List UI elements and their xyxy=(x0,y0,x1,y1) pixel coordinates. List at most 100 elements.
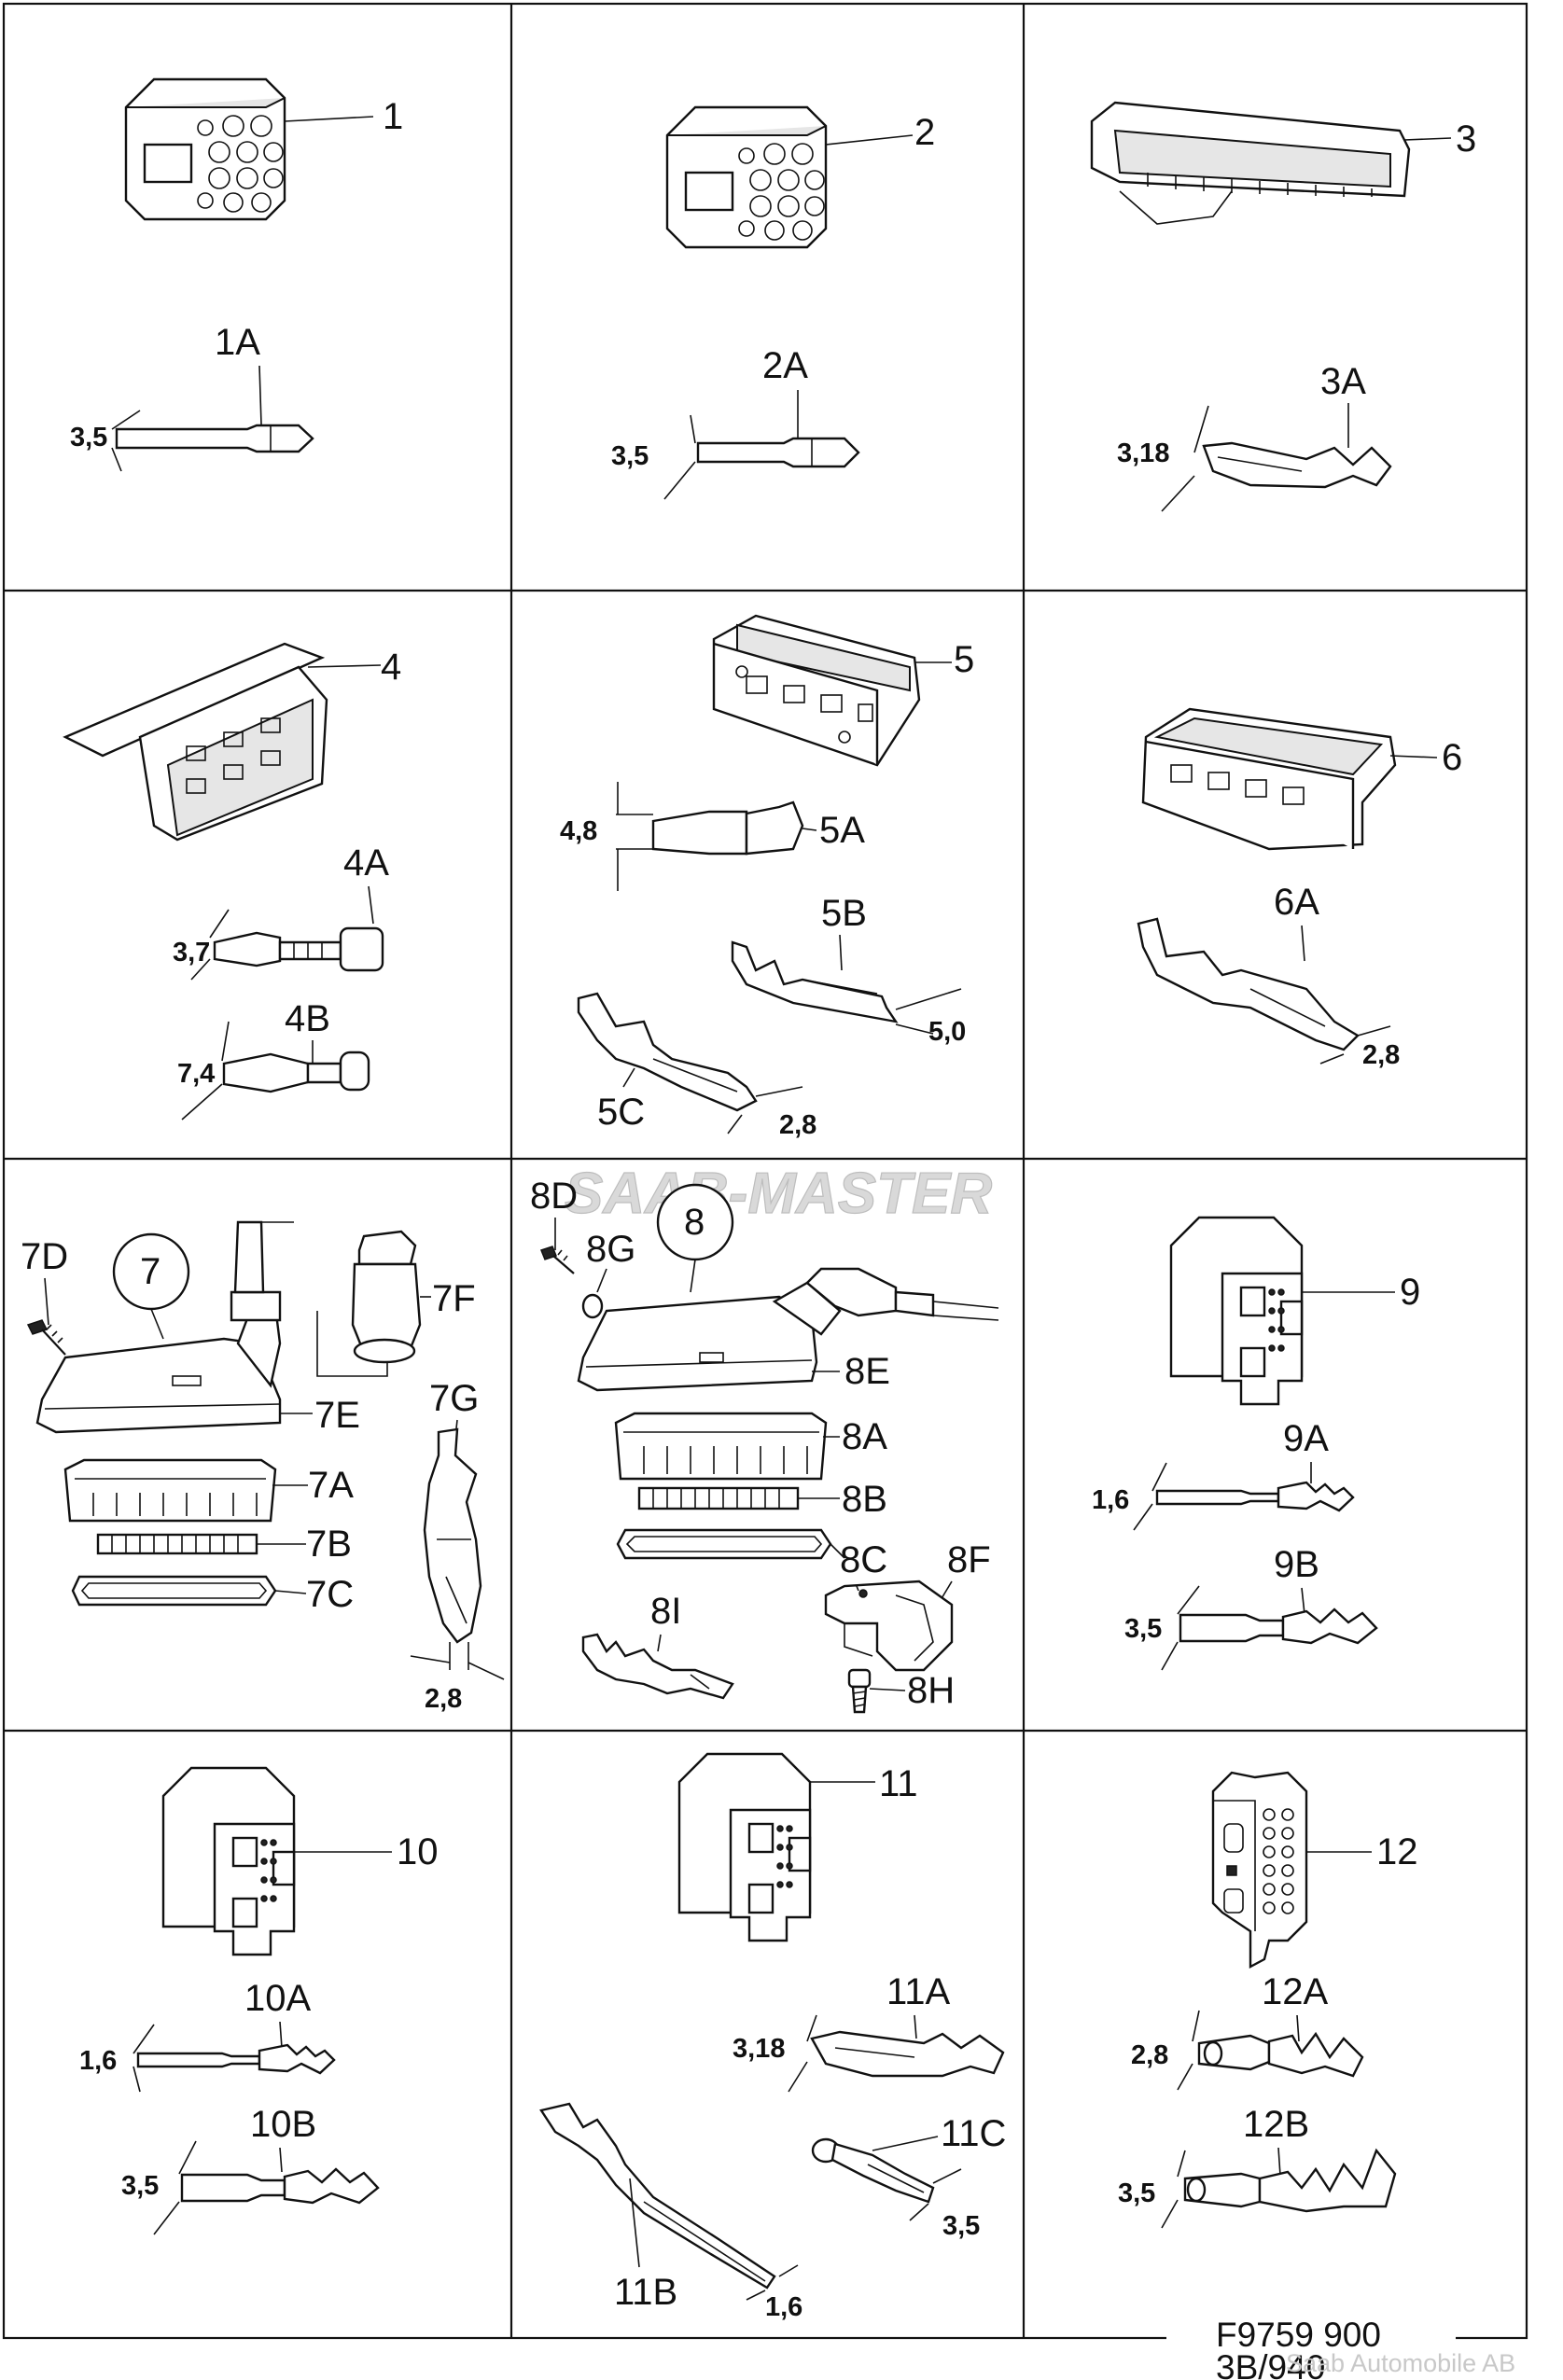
label-4: 4 xyxy=(381,647,401,688)
label-10A: 10A xyxy=(244,1978,311,2019)
cell-4: 4 4A 3,7 4B 7,4 xyxy=(63,642,401,1120)
label-7A: 7A xyxy=(308,1465,354,1506)
dim-7G: 2,8 xyxy=(425,1684,462,1714)
terminal-9A-drawing xyxy=(1155,1481,1355,1512)
figure-number: F9759 900 xyxy=(1216,2316,1381,2354)
terminal-8I-drawing xyxy=(581,1633,734,1700)
terminal-11C-drawing xyxy=(811,2137,935,2204)
cell-6: 6 6A 2,8 xyxy=(1137,707,1462,1070)
terminal-11A-drawing xyxy=(810,2030,1005,2078)
label-1A: 1A xyxy=(215,322,260,363)
dim-11A: 3,18 xyxy=(733,2034,785,2064)
footer-gap xyxy=(1166,2323,1456,2351)
terminal-1A-drawing xyxy=(115,424,314,453)
label-8E: 8E xyxy=(844,1351,890,1392)
cover-7E-drawing xyxy=(35,1220,294,1434)
copyright-text: Saab Automobile AB xyxy=(1286,2349,1515,2377)
terminal-7G-drawing xyxy=(423,1427,482,1644)
terminal-4A-drawing xyxy=(213,926,384,972)
cell-8: SAAB-MASTER 8D 8G 8 8E xyxy=(530,1161,999,1714)
connector-6-drawing xyxy=(1141,707,1397,851)
label-11: 11 xyxy=(879,1763,918,1804)
terminal-6A-drawing xyxy=(1137,917,1360,1051)
label-6A: 6A xyxy=(1274,882,1319,923)
washer-8G-drawing xyxy=(581,1293,604,1319)
cell-5: 5 4,8 5A 5B 5,0 2,8 5C xyxy=(560,614,974,1140)
label-12B: 12B xyxy=(1243,2104,1309,2145)
dim-5A: 4,8 xyxy=(560,816,597,846)
dim-5C: 2,8 xyxy=(779,1110,816,1140)
label-7D: 7D xyxy=(21,1236,68,1277)
seal-7B-drawing xyxy=(96,1533,258,1555)
label-10: 10 xyxy=(397,1831,439,1872)
label-5: 5 xyxy=(954,639,974,680)
clip-8F-drawing xyxy=(824,1580,954,1672)
terminal-2A-drawing xyxy=(696,437,860,468)
connector-5-drawing xyxy=(712,614,921,767)
label-3A: 3A xyxy=(1320,361,1366,402)
label-2A: 2A xyxy=(762,345,808,386)
terminal-5C-drawing xyxy=(577,992,758,1112)
dim-3A: 3,18 xyxy=(1117,438,1169,468)
frame-7A-drawing xyxy=(63,1458,277,1523)
cell-3: 3 3A 3,18 xyxy=(1090,101,1476,512)
dim-5B: 5,0 xyxy=(928,1017,966,1047)
label-7B: 7B xyxy=(306,1524,352,1565)
cell-7: 7 7D 7E 7F xyxy=(21,1220,505,1714)
terminal-10A-drawing xyxy=(136,2043,336,2075)
dim-1A: 3,5 xyxy=(70,423,107,452)
label-4B: 4B xyxy=(285,998,330,1039)
terminal-4B-drawing xyxy=(222,1051,370,1093)
gasket-8C-drawing xyxy=(616,1528,832,1560)
label-12: 12 xyxy=(1376,1831,1418,1872)
label-8D: 8D xyxy=(530,1176,578,1217)
label-5C: 5C xyxy=(597,1092,645,1133)
grid-frame xyxy=(2,2,1528,2340)
terminal-3A-drawing xyxy=(1202,441,1392,489)
terminal-5B-drawing xyxy=(731,940,899,1023)
connector-12-drawing xyxy=(1211,1771,1308,1969)
dim-12B: 3,5 xyxy=(1118,2178,1155,2208)
label-7F: 7F xyxy=(432,1278,476,1319)
cell-1: 1 1A 3,5 xyxy=(70,77,403,472)
dim-9A: 1,6 xyxy=(1092,1485,1129,1515)
label-4A: 4A xyxy=(343,842,389,884)
terminal-9B-drawing xyxy=(1179,1608,1378,1645)
cell-9: 9 9A 1,6 9B 3,5 xyxy=(1092,1216,1420,1671)
dim-12A: 2,8 xyxy=(1131,2040,1168,2070)
label-8F: 8F xyxy=(947,1539,991,1580)
boot-7F-drawing xyxy=(316,1230,422,1377)
label-2: 2 xyxy=(914,112,935,153)
connector-3-drawing xyxy=(1090,101,1411,225)
cell-2: 2 2A 3,5 xyxy=(611,105,935,500)
label-7G: 7G xyxy=(429,1378,479,1419)
label-5A: 5A xyxy=(819,810,865,851)
label-8A: 8A xyxy=(842,1416,887,1457)
dim-4B: 7,4 xyxy=(177,1059,215,1089)
screw-8D-drawing xyxy=(540,1246,575,1274)
dim-2A: 3,5 xyxy=(611,441,649,471)
dim-10B: 3,5 xyxy=(121,2171,159,2201)
terminal-5A-drawing xyxy=(651,800,804,856)
label-8I: 8I xyxy=(650,1591,681,1632)
terminal-12B-drawing xyxy=(1183,2148,1397,2213)
dim-11B: 1,6 xyxy=(765,2292,802,2322)
cell-12: 12 12A 2,8 12B 3,5 xyxy=(1118,1771,1418,2229)
label-11C: 11C xyxy=(941,2113,1006,2154)
dim-6A: 2,8 xyxy=(1362,1040,1400,1070)
label-12A: 12A xyxy=(1262,1971,1328,2012)
label-5B: 5B xyxy=(821,893,867,934)
label-7E: 7E xyxy=(314,1395,360,1436)
label-11A: 11A xyxy=(886,1971,951,2012)
connector-10-drawing xyxy=(161,1766,296,1956)
connector-11-drawing xyxy=(677,1752,812,1942)
label-1: 1 xyxy=(383,96,403,137)
connector-1-drawing xyxy=(124,77,286,221)
dim-11C: 3,5 xyxy=(942,2211,980,2241)
dim-10A: 1,6 xyxy=(79,2046,117,2076)
label-9A: 9A xyxy=(1283,1418,1329,1459)
watermark: SAAB-MASTER xyxy=(565,1162,992,1226)
cell-11: 11 11A 3,18 1,6 11B 11C 3,5 xyxy=(539,1752,1006,2322)
dim-4A: 3,7 xyxy=(173,938,210,967)
page-code: 3B/940 xyxy=(1216,2348,1325,2380)
